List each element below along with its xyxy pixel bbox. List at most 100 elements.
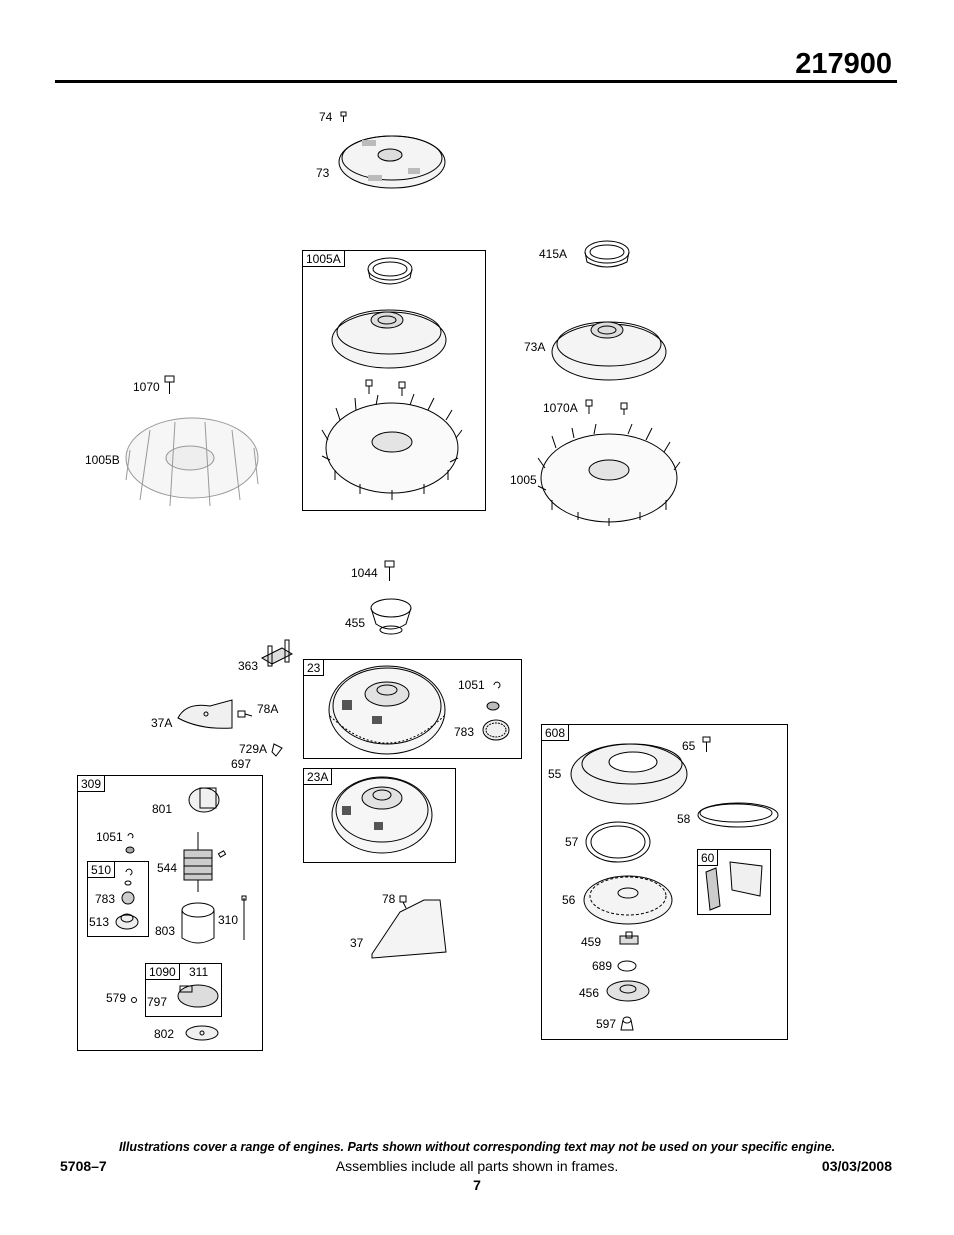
part-label-1070A: 1070A: [543, 401, 578, 415]
housing-803-drawing: [181, 902, 215, 944]
frame-510: 510: [87, 861, 149, 937]
part-label-513: 513: [89, 915, 110, 929]
clip-510-drawing: [124, 868, 133, 886]
screw-544-side-drawing: [217, 850, 227, 858]
model-number: 217900: [795, 48, 892, 80]
clip-1051-top-drawing: [493, 681, 501, 689]
part-label-57: 57: [565, 835, 579, 849]
screen-73-drawing: [338, 135, 446, 189]
part-label-783-top: 783: [454, 725, 475, 739]
bolt-1044-drawing: [384, 560, 395, 581]
gear-783-starter-drawing: [121, 891, 135, 905]
part-label-783-starter: 783: [95, 892, 116, 906]
part-label-74: 74: [319, 110, 333, 124]
frame-23A: 23A: [303, 768, 456, 863]
brush-plate-797-drawing: [177, 984, 219, 1008]
retainer-456-drawing: [606, 980, 650, 1002]
part-label-58: 58: [677, 812, 691, 826]
cup-415A-drawing: [584, 240, 630, 268]
screw-74-drawing: [340, 111, 347, 122]
starter-end-cap-801-drawing: [188, 787, 220, 813]
bolts-1070A-drawing: [585, 399, 628, 415]
shroud-37-drawing: [371, 899, 447, 959]
flywheel-fan-1005B-drawing: [125, 417, 259, 507]
part-label-579: 579: [106, 991, 127, 1005]
part-label-801: 801: [152, 802, 173, 816]
spring-57-drawing: [585, 821, 651, 863]
frame-label-309: 309: [77, 775, 106, 792]
frame-309: 309: [77, 775, 263, 1051]
rewind-housing-55-drawing: [570, 743, 688, 805]
handle-60-drawing: [705, 861, 763, 911]
document-number: 5708–7: [60, 1158, 107, 1174]
page-number: 7: [473, 1177, 481, 1193]
part-label-459: 459: [581, 935, 602, 949]
armature-544-drawing: [183, 832, 213, 892]
part-label-1005: 1005: [510, 473, 537, 487]
part-label-1051-top: 1051: [458, 678, 485, 692]
brush-363-drawing: [260, 639, 294, 667]
bolts-1005A-drawing: [365, 379, 406, 396]
nut-579-drawing: [131, 997, 137, 1003]
part-label-37A: 37A: [151, 716, 173, 730]
part-label-689: 689: [592, 959, 613, 973]
frame-label-608: 608: [541, 724, 570, 741]
cup-1005A-drawing: [367, 257, 413, 285]
part-label-802: 802: [154, 1027, 175, 1041]
screw-78-drawing: [399, 895, 407, 909]
frame-label-1090: 1090: [145, 963, 180, 980]
part-label-455: 455: [345, 616, 366, 630]
part-label-597: 597: [596, 1017, 617, 1031]
part-label-1070: 1070: [133, 380, 160, 394]
frame-608: 608: [541, 724, 788, 1040]
gear-783-top-drawing: [482, 701, 510, 741]
frame-label-510: 510: [87, 861, 116, 878]
screen-1005A-drawing: [331, 309, 447, 369]
frame-1005A: 1005A: [302, 250, 486, 511]
assemblies-note: Assemblies include all parts shown in fr…: [335, 1158, 619, 1174]
part-label-797: 797: [147, 995, 168, 1009]
part-label-697: 697: [231, 757, 252, 771]
cup-455-drawing: [370, 598, 412, 635]
frame-label-1005A: 1005A: [302, 250, 345, 267]
flywheel-23-drawing: [328, 665, 446, 755]
plate-802-drawing: [185, 1025, 219, 1041]
part-label-1051-starter: 1051: [96, 830, 123, 844]
frame-label-23A: 23A: [303, 768, 333, 785]
part-label-311: 311: [189, 965, 209, 979]
bracket-37A-drawing: [177, 699, 233, 729]
part-label-55: 55: [548, 767, 562, 781]
flywheel-23A-drawing: [331, 776, 433, 854]
part-label-78: 78: [382, 892, 396, 906]
washer-starter-drawing: [125, 846, 135, 854]
part-label-363: 363: [238, 659, 259, 673]
frame-60: 60: [697, 849, 771, 915]
part-label-803: 803: [155, 924, 176, 938]
part-label-729A: 729A: [239, 742, 268, 756]
clip-1051-starter-drawing: [127, 833, 134, 839]
part-label-37: 37: [350, 936, 364, 950]
part-label-544: 544: [157, 861, 178, 875]
frame-label-60: 60: [697, 849, 719, 866]
part-label-73A: 73A: [524, 340, 546, 354]
bolt-1070-drawing: [164, 375, 175, 394]
flywheel-fan-1005A-drawing: [321, 393, 463, 500]
part-label-310: 310: [218, 913, 239, 927]
part-label-78A: 78A: [257, 702, 279, 716]
frame-23: 23: [303, 659, 522, 759]
screen-73A-drawing: [551, 321, 667, 381]
screw-78A-drawing: [237, 710, 253, 718]
part-label-415A: 415A: [539, 247, 568, 261]
part-label-1005B: 1005B: [85, 453, 120, 467]
pinion-513-drawing: [115, 913, 139, 930]
screw-65-drawing: [702, 736, 711, 752]
part-label-73: 73: [316, 166, 330, 180]
pawl-459-drawing: [619, 931, 639, 945]
pulley-56-drawing: [583, 875, 673, 925]
part-label-1044: 1044: [351, 566, 378, 580]
illustration-disclaimer: Illustrations cover a range of engines. …: [118, 1140, 836, 1154]
flywheel-fan-1005-drawing: [537, 423, 681, 526]
header-rule: [55, 80, 897, 83]
bolt-310-drawing: [241, 895, 247, 940]
